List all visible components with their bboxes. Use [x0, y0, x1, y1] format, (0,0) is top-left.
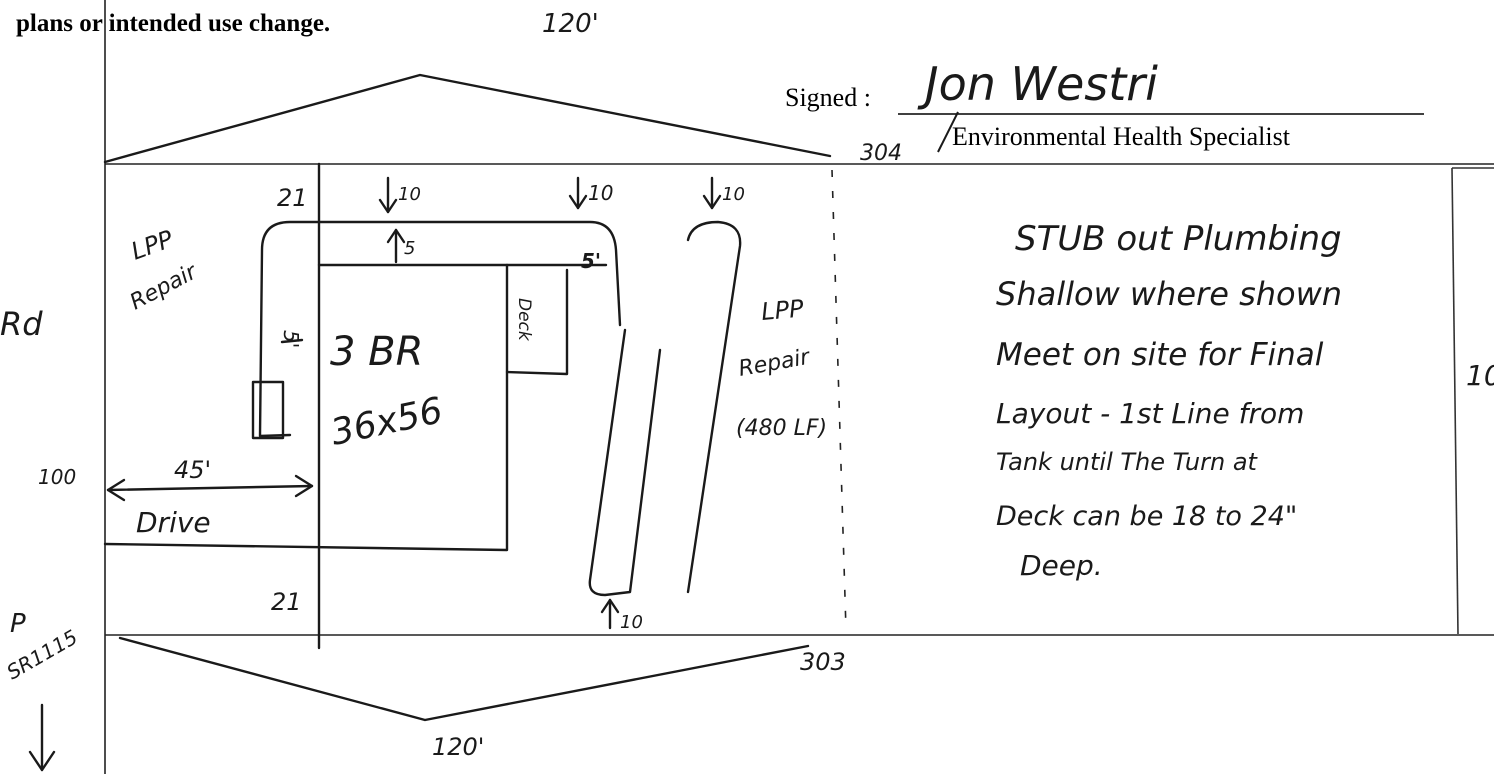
right-lpp-trench	[686, 220, 742, 594]
setback-bottom-label: 21	[271, 588, 302, 616]
drive-arrow-left	[106, 478, 126, 502]
right-repair-length: (480 LF)	[736, 416, 827, 441]
handwritten-notes: STUB out Plumbing Shallow where shown Me…	[996, 219, 1342, 582]
bottom-frontage-dimension	[118, 636, 810, 722]
drive-dimension-line	[106, 484, 314, 492]
septic-tank	[251, 380, 285, 440]
signed-label: Signed :	[785, 83, 871, 112]
deck-label: Deck	[514, 298, 534, 342]
tank-offset-label: 5'	[279, 330, 303, 348]
note-line-2: Shallow where shown	[996, 275, 1342, 313]
house-label-line1: 3 BR	[330, 329, 423, 375]
tank-offset-tick	[280, 338, 304, 344]
house-outline	[103, 263, 509, 552]
svg-text:5: 5	[404, 238, 415, 259]
dashed-boundary-line	[831, 169, 847, 631]
bottom-right-corner-label: 303	[800, 648, 846, 676]
setback-arrow-2: 10	[568, 176, 613, 210]
right-repair-label-line1: LPP	[760, 294, 805, 326]
top-frontage-dimension	[103, 73, 832, 164]
setback-top-label: 21	[277, 184, 308, 212]
svg-text:10: 10	[620, 612, 643, 633]
svg-text:10: 10	[722, 184, 745, 205]
svg-text:10: 10	[398, 184, 421, 205]
top-frontage-label: 120'	[542, 9, 599, 39]
drive-distance-label: 45'	[174, 456, 211, 484]
route-prefix: P	[10, 609, 26, 639]
svg-text:10: 10	[588, 181, 613, 205]
setback-arrow-4: 5	[386, 228, 415, 264]
right-repair-label-line2: Repair	[737, 345, 814, 382]
house-label-line2: 36x56	[327, 390, 446, 454]
signature: Jon Westri	[917, 57, 1158, 111]
deck-outline	[505, 268, 569, 376]
signer-title: Environmental Health Specialist	[952, 122, 1291, 151]
setback-arrow-5: 10	[600, 598, 643, 633]
note-line-6: Deck can be 18 to 24"	[996, 501, 1297, 532]
note-line-5: Tank until The Turn at	[996, 448, 1259, 476]
left-repair-trench	[258, 220, 622, 438]
left-lpp-trench	[588, 328, 662, 597]
top-right-corner-label: 304	[860, 141, 902, 166]
left-depth-label: 100	[38, 465, 76, 489]
left-repair-label-line2: Repair	[126, 259, 203, 316]
signature-slash	[937, 111, 959, 153]
note-line-3: Meet on site for Final	[996, 337, 1324, 373]
note-line-1: STUB out Plumbing	[1015, 219, 1342, 259]
right-depth-label: 10	[1466, 359, 1494, 392]
setback-arrow-1: 10	[378, 176, 421, 214]
route-arrow-head	[28, 750, 56, 772]
deck-offset-label: 5'	[581, 249, 601, 273]
right-border-line	[1451, 167, 1459, 635]
drive-arrow-right	[294, 474, 314, 498]
setback-arrow-3: 10	[702, 176, 745, 210]
notice-text: plans or intended use change.	[16, 10, 330, 37]
left-repair-label-line1: LPP	[127, 225, 177, 266]
bottom-frontage-label: 120'	[432, 733, 484, 761]
drive-label: Drive	[136, 506, 211, 539]
note-line-4: Layout - 1st Line from	[996, 397, 1304, 430]
road-label: Rd	[0, 305, 43, 343]
note-line-7: Deep.	[1020, 549, 1103, 582]
